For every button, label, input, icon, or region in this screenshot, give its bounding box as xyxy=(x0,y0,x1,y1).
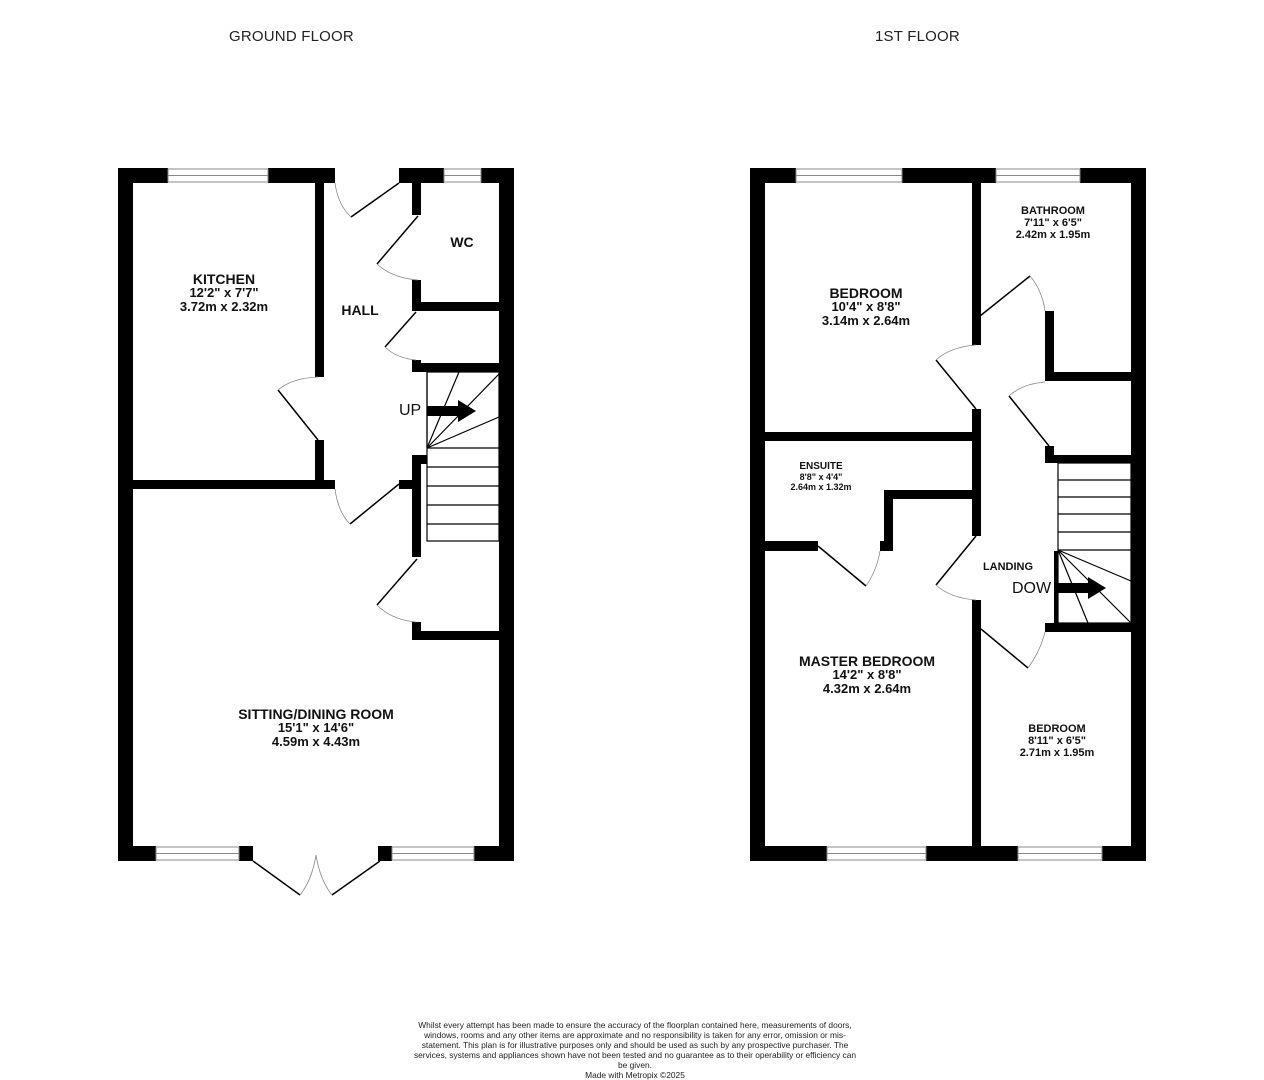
stair-down-label: DOW xyxy=(1012,580,1052,597)
stair-up-label: UP xyxy=(399,402,422,419)
room-name: ENSUITE xyxy=(799,461,843,472)
bedroom-door xyxy=(935,344,977,410)
room-ensuite: ENSUITE 8'8" x 4'4" 2.64m x 1.32m xyxy=(790,461,851,492)
small-bedroom-door xyxy=(980,628,1046,669)
room-dimensions-imperial: 15'1" x 14'6" xyxy=(277,720,355,735)
bathroom-door xyxy=(979,275,1046,317)
room-bedroom-1: BEDROOM 10'4" x 8'8" 3.14m x 2.64m xyxy=(822,286,910,328)
under-stairs-door xyxy=(376,558,418,623)
room-name: MASTER BEDROOM xyxy=(798,653,936,669)
staircase xyxy=(1057,462,1132,624)
room-name: KITCHEN xyxy=(192,271,256,287)
room-bathroom: BATHROOM 7'11" x 6'5" 2.42m x 1.95m xyxy=(1016,205,1091,241)
room-dimensions-metric: 3.72m x 2.32m xyxy=(179,299,269,314)
room-dimensions-imperial: 7'11" x 6'5" xyxy=(1024,217,1082,229)
disclaimer: Whilst every attempt has been made to en… xyxy=(410,1020,860,1080)
room-master-bedroom: MASTER BEDROOM 14'2" x 8'8" 4.32m x 2.64… xyxy=(799,654,935,696)
room-dimensions-metric: 4.59m x 4.43m xyxy=(271,734,361,749)
room-dimensions-metric: 4.32m x 2.64m xyxy=(822,681,912,696)
sitting-room-door xyxy=(334,483,400,525)
room-bedroom-2: BEDROOM 8'11" x 6'5" 2.71m x 1.95m xyxy=(1020,723,1095,759)
first-floor-plan xyxy=(750,168,1146,861)
room-dimensions-imperial: 8'11" x 6'5" xyxy=(1028,735,1086,747)
room-dimensions-imperial: 8'8" x 4'4" xyxy=(799,472,843,482)
first-floor-title: 1ST FLOOR xyxy=(875,28,960,45)
room-name: HALL xyxy=(341,302,379,318)
room-name: LANDING xyxy=(982,561,1034,573)
room-kitchen: KITCHEN 12'2" x 7'7" 3.72m x 2.32m xyxy=(180,272,268,314)
room-sitting-dining: SITTING/DINING ROOM 15'1" x 14'6" 4.59m … xyxy=(238,707,394,749)
room-wc: WC xyxy=(450,235,473,249)
kitchen-door xyxy=(277,376,319,441)
room-dimensions-imperial: 10'4" x 8'8" xyxy=(831,299,901,314)
cupboard-door xyxy=(1008,381,1050,447)
ground-floor-plan xyxy=(118,168,514,896)
window xyxy=(1017,846,1103,861)
room-dimensions-metric: 2.71m x 1.95m xyxy=(1019,747,1095,759)
room-name: WC xyxy=(450,234,474,250)
ground-floor-title: GROUND FLOOR xyxy=(229,28,354,45)
patio-doors xyxy=(252,854,381,896)
master-bedroom-door xyxy=(935,535,977,601)
disclaimer-text: Whilst every attempt has been made to en… xyxy=(413,1020,857,1070)
staircase xyxy=(426,371,500,542)
window xyxy=(995,168,1081,183)
front-door xyxy=(334,182,400,218)
cupboard-door xyxy=(384,311,417,361)
window xyxy=(155,846,240,861)
ensuite-door xyxy=(817,545,881,587)
wc-door xyxy=(376,215,419,281)
window xyxy=(167,168,269,183)
window xyxy=(826,846,927,861)
room-dimensions-metric: 2.64m x 1.32m xyxy=(790,482,852,492)
room-name: BEDROOM xyxy=(829,285,903,301)
window xyxy=(391,846,475,861)
room-landing: LANDING xyxy=(983,561,1033,573)
room-dimensions-metric: 3.14m x 2.64m xyxy=(821,313,911,328)
room-name: BATHROOM xyxy=(1021,205,1085,217)
window xyxy=(443,168,482,183)
metropix-credit: Made with Metropix ©2025 xyxy=(585,1070,685,1080)
room-name: SITTING/DINING ROOM xyxy=(238,706,394,722)
room-dimensions-imperial: 14'2" x 8'8" xyxy=(832,667,902,682)
down-arrow-icon xyxy=(1058,577,1106,599)
window xyxy=(795,168,903,183)
room-name: BEDROOM xyxy=(1028,723,1086,735)
room-dimensions-imperial: 12'2" x 7'7" xyxy=(189,285,259,300)
room-dimensions-metric: 2.42m x 1.95m xyxy=(1015,229,1091,241)
room-hall: HALL xyxy=(341,303,378,317)
up-arrow-icon xyxy=(427,400,476,422)
